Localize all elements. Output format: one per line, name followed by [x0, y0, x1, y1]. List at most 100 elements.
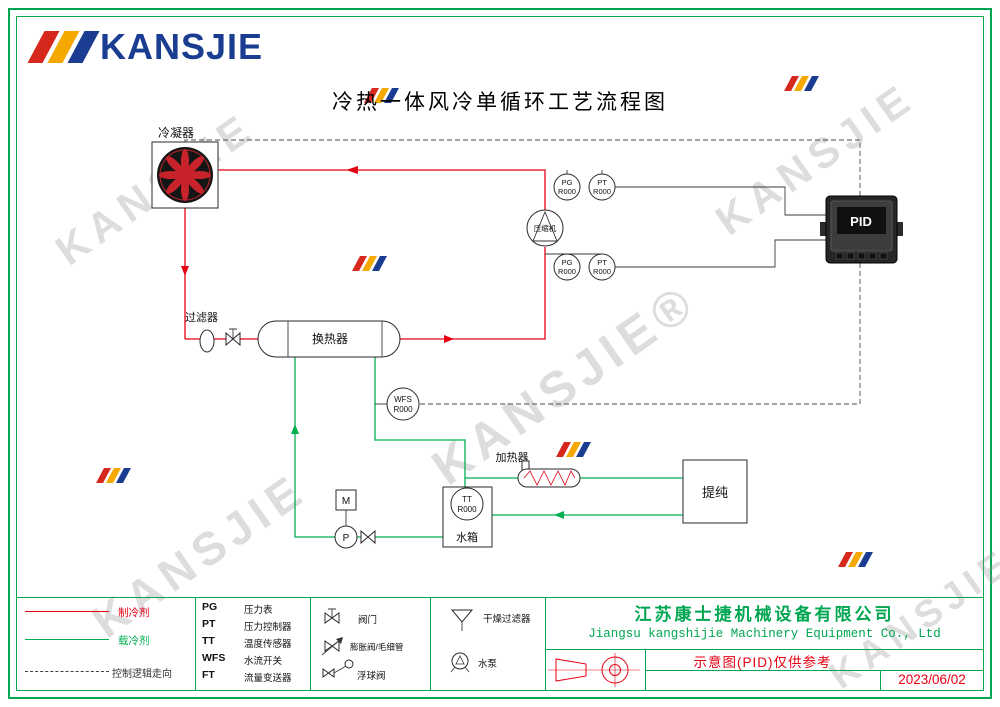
outer-border [8, 8, 992, 699]
legend-divider [645, 670, 984, 671]
legend-divider [545, 649, 984, 650]
coolant-supply-pipe [294, 357, 335, 538]
abbr-desc: 压力控制器 [244, 622, 292, 633]
pressure-controller-discharge: PT R000 [588, 173, 616, 201]
drawing-date: 2023/06/02 [898, 672, 966, 687]
wire-suction-to-pid [615, 239, 826, 268]
symbol-label: 干燥过滤器 [483, 614, 531, 625]
instrument-id: R000 [593, 187, 611, 196]
instrument-stub [566, 170, 603, 174]
water-tank-label: 水箱 [456, 530, 478, 544]
pid-controller: PID [820, 195, 903, 264]
pid-screen-text: PID [850, 214, 872, 229]
valve-icon [324, 608, 340, 624]
instrument-tag: TT [462, 495, 472, 504]
abbr: PT [202, 618, 216, 630]
pump: P [334, 525, 358, 549]
pump-motor: M [335, 489, 357, 511]
logo-text: KANSJIE [100, 26, 264, 67]
pump-label: P [343, 533, 350, 544]
flow-arrow-right [444, 335, 454, 343]
abbr-desc: 压力表 [244, 605, 273, 616]
abbr: PG [202, 601, 218, 613]
legend-divider [195, 597, 196, 690]
control-line-sample [25, 671, 109, 672]
drying-filter-icon [450, 609, 474, 631]
symbol-label: 浮球阀 [357, 671, 386, 682]
instrument-id: R000 [558, 267, 576, 276]
abbr: FT [202, 669, 215, 681]
projection-symbol-icon [548, 653, 640, 687]
instrument-id: R000 [558, 187, 576, 196]
legend-label: 载冷剂 [118, 635, 150, 647]
heater-label: 加热器 [496, 451, 529, 464]
motor-label: M [342, 496, 350, 507]
abbr-desc: 流量变送器 [244, 673, 292, 684]
kansjie-stripes-icon [27, 31, 100, 63]
instrument-id: R000 [457, 505, 477, 514]
abbr: TT [202, 635, 215, 647]
instrument-tag: PT [597, 258, 607, 267]
inner-border [16, 16, 984, 691]
filter-body [199, 329, 215, 353]
company-name-cn: 江苏康士捷机械设备有限公司 [634, 605, 895, 624]
coolant-line-sample [25, 639, 109, 640]
instrument-tag: WFS [394, 395, 412, 404]
heater: 加热器 [496, 451, 581, 488]
pressure-controller-suction: PT R000 [588, 253, 616, 281]
water-flow-switch: WFS R000 [386, 387, 420, 421]
abbr: WFS [202, 652, 226, 664]
instrument-tag: PG [562, 178, 573, 187]
valve-icon [360, 529, 376, 545]
company-name-en: Jiangsu kangshijie Machinery Equipment C… [588, 627, 941, 641]
condenser-label: 冷凝器 [158, 125, 194, 140]
pressure-gauge-suction: PG R000 [553, 253, 581, 281]
water-pump-icon [450, 652, 470, 673]
water-tank: TT R000 水箱 [442, 486, 493, 548]
coolant-return-pipe [374, 357, 466, 488]
flow-arrow-left [554, 511, 564, 519]
legend-divider [545, 597, 546, 690]
legend-divider [310, 597, 311, 690]
heater-element [523, 470, 576, 486]
purification-label: 提纯 [702, 485, 728, 500]
drawing-note: 示意图(PID)仅供参考 [693, 655, 832, 670]
legend-divider [16, 597, 984, 598]
filter: 过滤器 [185, 311, 241, 353]
instrument-id: R000 [593, 267, 611, 276]
abbr-desc: 温度传感器 [244, 639, 292, 650]
legend-divider [430, 597, 431, 690]
heat-exchanger-label: 换热器 [312, 332, 348, 346]
purification: 提纯 [682, 459, 748, 524]
instrument-tag: PG [562, 258, 573, 267]
instrument-id: R000 [393, 405, 413, 414]
control-line-pid-wfs [419, 263, 861, 405]
pressure-gauge-discharge: PG R000 [553, 173, 581, 201]
page-title: 冷热一体风冷单循环工艺流程图 [332, 91, 668, 114]
flow-arrow-down [181, 266, 189, 276]
heat-exchanger: 换热器 [257, 320, 401, 358]
refrigerant-discharge-pipe [218, 169, 546, 210]
pid-screen [837, 207, 886, 234]
legend-label: 制冷剂 [118, 607, 150, 619]
legend-divider [880, 670, 881, 690]
flow-arrow-up [291, 424, 299, 434]
compressor-label: 压缩机 [534, 223, 557, 233]
kansjie-logo: KANSJIE [27, 26, 264, 68]
symbol-label: 水泵 [478, 659, 498, 670]
abbr-desc: 水流开关 [244, 656, 283, 667]
filter-label: 过滤器 [185, 311, 218, 324]
flow-arrow-left [346, 166, 358, 174]
legend-divider [645, 649, 646, 690]
refrigerant-suction-pipe [400, 247, 546, 340]
refrigerant-line-sample [25, 611, 109, 612]
symbol-label: 膨胀阀/毛细管 [350, 642, 404, 652]
instrument-tag: PT [597, 178, 607, 187]
legend-label: 控制逻辑走向 [112, 669, 172, 680]
float-valve-icon [322, 659, 354, 678]
condenser: 冷凝器 [151, 125, 219, 209]
control-line-condenser-pid [184, 139, 861, 196]
expansion-valve-icon [321, 637, 343, 656]
symbol-label: 阀门 [358, 615, 378, 626]
